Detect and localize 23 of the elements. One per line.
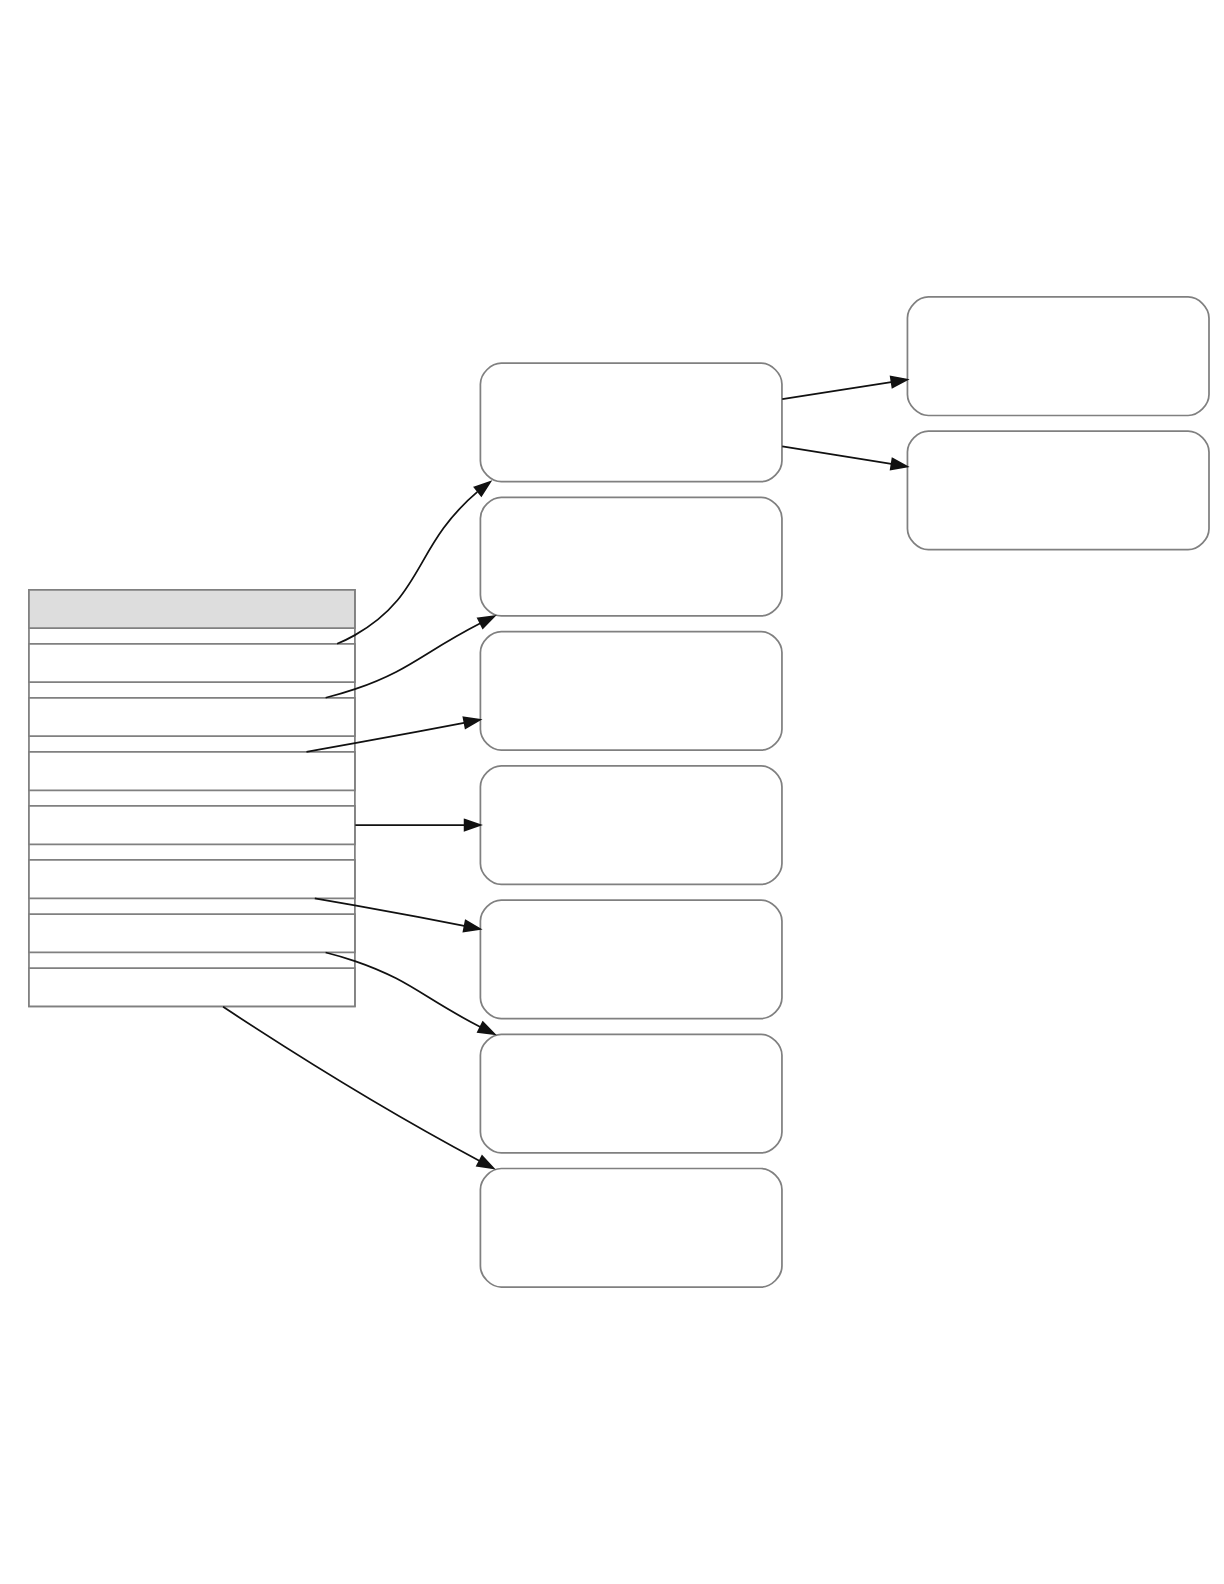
arrow [781, 375, 910, 400]
node-box [28, 913, 356, 954]
arrow [222, 1005, 496, 1170]
node-box [28, 805, 356, 846]
node-box [28, 697, 356, 738]
node-pill [479, 1167, 783, 1288]
node-pill [479, 362, 783, 483]
node-box [28, 751, 356, 792]
node-box [28, 588, 356, 629]
arrow [354, 818, 483, 832]
arrow [324, 615, 497, 699]
arrow [336, 480, 493, 645]
arrow [781, 445, 910, 471]
node-pill [479, 899, 783, 1020]
node-box [28, 642, 356, 684]
node-pill [479, 630, 783, 752]
node-pill [906, 430, 1210, 551]
node-box [28, 859, 356, 900]
node-box [28, 967, 356, 1008]
node-pill [906, 296, 1210, 417]
node-pill [479, 496, 783, 617]
node-pill [479, 765, 783, 886]
node-pill [479, 1033, 783, 1154]
